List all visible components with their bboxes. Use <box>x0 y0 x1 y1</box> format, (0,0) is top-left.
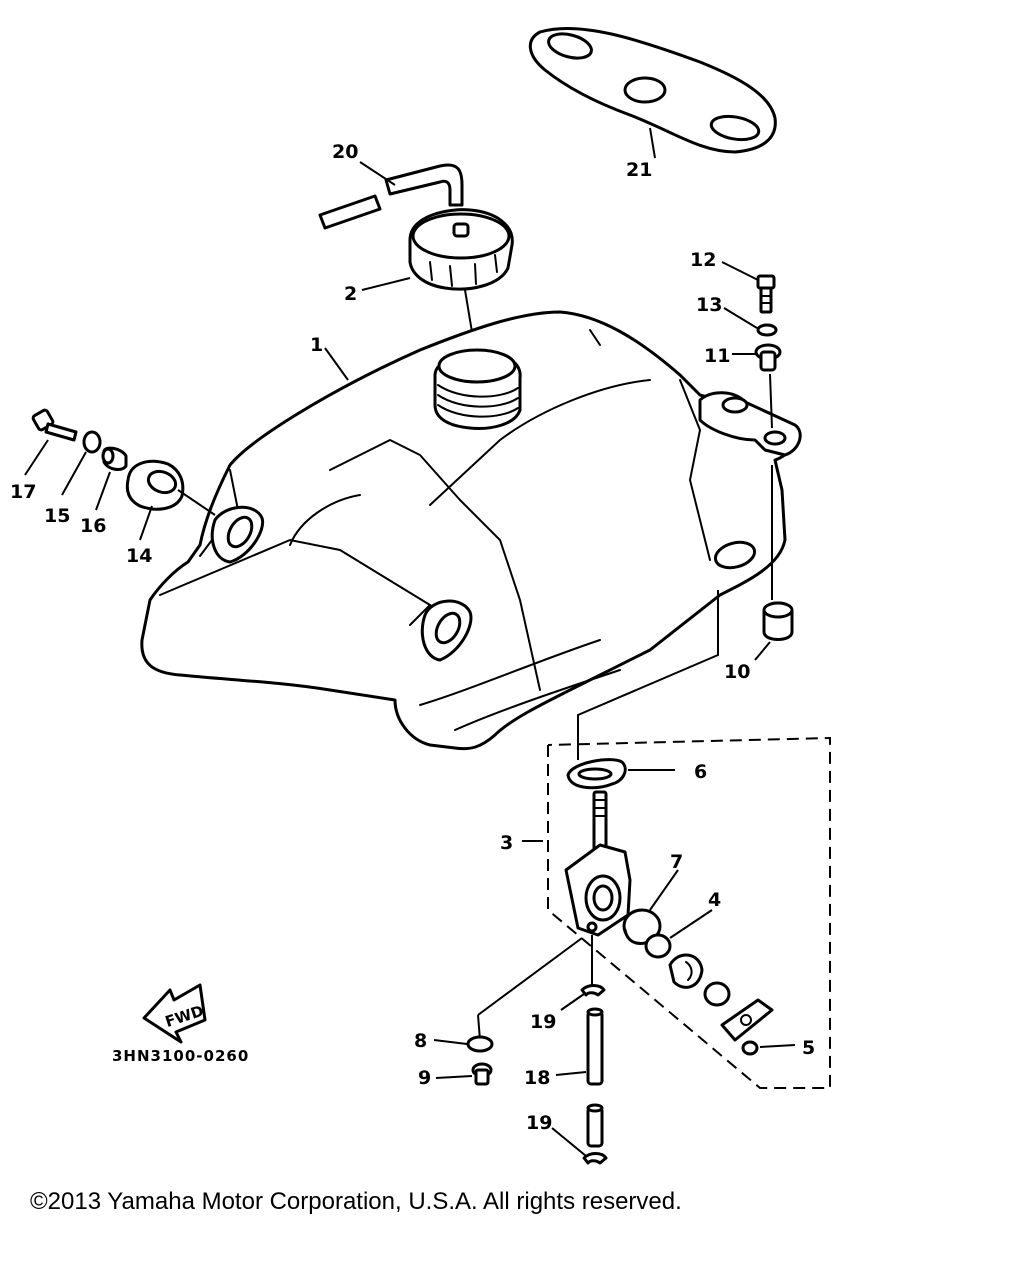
part-6-gasket <box>566 758 675 790</box>
part-21-plate <box>529 26 777 159</box>
part-5-cover-screw <box>720 998 796 1056</box>
part-19-clip-upper <box>560 984 606 1011</box>
fuel-cock-lever <box>668 953 731 1007</box>
part-12-bolt <box>721 261 776 314</box>
callout-15: 15 <box>44 505 70 527</box>
callout-13: 13 <box>696 294 722 316</box>
part-4-o-ring <box>644 909 713 959</box>
callout-14: 14 <box>126 545 152 567</box>
callout-19-upper: 19 <box>530 1011 556 1033</box>
part-15-washer <box>61 430 102 496</box>
callout-9: 9 <box>418 1067 431 1089</box>
callout-2: 2 <box>344 283 357 305</box>
part-16-collar <box>95 446 128 511</box>
callout-21: 21 <box>626 159 652 181</box>
part-9-screw <box>435 1062 493 1086</box>
fwd-arrow-icon: FWD <box>142 983 207 1044</box>
diagram-code: 3HN3100-0260 <box>112 1047 249 1065</box>
callout-17: 17 <box>10 481 36 503</box>
callout-10: 10 <box>724 661 750 683</box>
part-20-hose <box>318 161 464 230</box>
callout-12: 12 <box>690 249 716 271</box>
part-18-fuel-hose <box>555 1007 604 1148</box>
callout-6: 6 <box>694 761 707 783</box>
part-1-fuel-tank <box>140 310 802 751</box>
callout-18: 18 <box>524 1067 550 1089</box>
part-2-fuel-cap <box>361 208 514 351</box>
callout-20: 20 <box>332 141 358 163</box>
copyright-notice: ©2013 Yamaha Motor Corporation, U.S.A. A… <box>30 1188 682 1215</box>
part-13-washer <box>723 307 778 337</box>
part-8-washer <box>433 1035 494 1053</box>
callout-16: 16 <box>80 515 106 537</box>
callout-19-lower: 19 <box>526 1112 552 1134</box>
callout-5: 5 <box>802 1037 815 1059</box>
part-3-fuel-cock-assembly-outline <box>522 736 831 1089</box>
callout-4: 4 <box>708 889 721 911</box>
part-11-collar <box>732 343 782 429</box>
callout-11: 11 <box>704 345 730 367</box>
callout-7: 7 <box>670 851 683 873</box>
callout-1: 1 <box>310 334 323 356</box>
part-19-clip-lower <box>551 1127 608 1165</box>
callout-8: 8 <box>414 1030 427 1052</box>
part-17-bolt <box>24 408 78 476</box>
part-14-grommet <box>125 459 216 541</box>
part-7-filter-cup <box>622 869 679 945</box>
part-10-grommet <box>754 465 794 661</box>
callout-3: 3 <box>500 832 513 854</box>
